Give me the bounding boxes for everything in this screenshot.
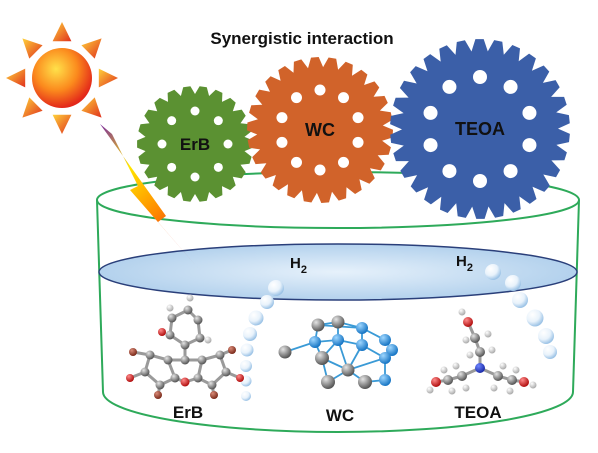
diagram-title: Synergistic interaction [210, 29, 393, 48]
gear-teoa-label: TEOA [455, 119, 505, 139]
water-surface [98, 243, 578, 301]
gear-hole [352, 112, 364, 124]
h2-bubble [268, 280, 284, 296]
gear-hole [352, 136, 364, 148]
gear-hole [290, 156, 302, 168]
gear-hole [167, 116, 177, 126]
gear-hole [473, 174, 487, 188]
h2-bubble [543, 345, 557, 359]
gear-hole [522, 105, 537, 120]
gear-hole [167, 162, 177, 172]
gear-hole [276, 136, 288, 148]
hydrogen-bubbles [240, 264, 557, 401]
gear-hole [213, 116, 223, 126]
gear-hole [190, 172, 200, 182]
erb-molecule-label: ErB [173, 403, 203, 422]
gear-erb-label: ErB [180, 135, 210, 154]
sun-ray [52, 114, 72, 134]
gear-wc: WC [247, 57, 393, 203]
h2-bubble [485, 264, 501, 280]
gear-hole [314, 84, 326, 96]
h2-bubble [512, 292, 528, 308]
gear-hole [338, 156, 350, 168]
gear-erb: ErB [137, 86, 253, 202]
gear-hole [223, 139, 233, 149]
gear-hole [522, 138, 537, 153]
teoa-molecule-label: TEOA [454, 403, 501, 422]
sun-ray [52, 22, 72, 42]
wc-cluster-label: WC [326, 406, 354, 425]
gear-hole [473, 70, 487, 84]
sun-ray [98, 68, 118, 88]
wc-cluster [278, 315, 398, 389]
h2-bubble [248, 310, 264, 326]
sun-icon [6, 22, 118, 134]
gear-hole [314, 164, 326, 176]
gear-hole [213, 162, 223, 172]
h2-label-right-sub: 2 [467, 262, 473, 274]
gear-hole [423, 138, 438, 153]
gear-hole [503, 164, 518, 179]
gear-hole [338, 92, 350, 104]
gear-hole [276, 112, 288, 124]
sun-ray [81, 38, 102, 59]
h2-label-right-main: H [456, 253, 467, 270]
gear-teoa: TEOA [390, 39, 570, 219]
h2-label-left: H2 [290, 255, 307, 276]
gear-hole [290, 92, 302, 104]
sun-ray [22, 38, 43, 59]
gear-wc-label: WC [305, 120, 335, 140]
h2-bubble [240, 343, 254, 357]
h2-bubble [260, 295, 274, 309]
gear-hole [157, 139, 167, 149]
teoa-molecule [426, 308, 537, 395]
h2-bubble [505, 275, 521, 291]
h2-label-right: H2 [456, 253, 473, 274]
h2-bubble [538, 328, 554, 344]
light-bolt-icon [100, 124, 198, 268]
h2-bubble [526, 309, 544, 327]
sun-ray [6, 68, 26, 88]
h2-bubble [243, 327, 257, 341]
reaction-container [96, 199, 580, 433]
h2-label-left-sub: 2 [301, 264, 307, 276]
gear-hole [190, 106, 200, 116]
h2-bubble [241, 391, 251, 401]
sun-ray [81, 97, 102, 118]
h2-bubble [240, 360, 252, 372]
gear-hole [442, 164, 457, 179]
gear-hole [442, 79, 457, 94]
erb-molecule [126, 294, 244, 399]
gear-hole [423, 105, 438, 120]
sun-ray [22, 97, 43, 118]
gear-hole [503, 79, 518, 94]
h2-label-left-main: H [290, 255, 301, 272]
